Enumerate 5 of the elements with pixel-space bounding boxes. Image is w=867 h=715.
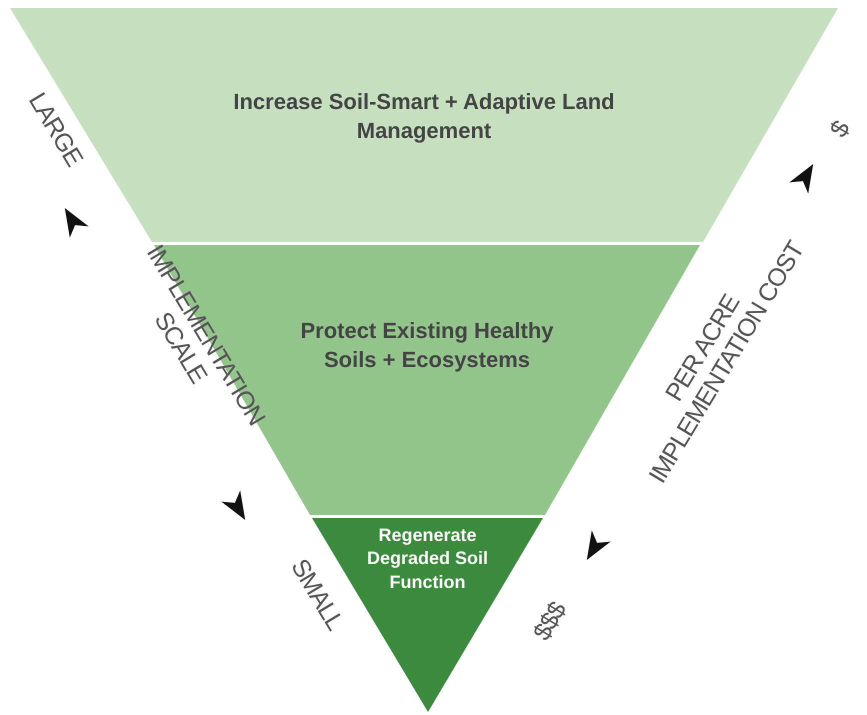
axis-label: $$$ bbox=[528, 598, 572, 646]
band-title: Regenerate Degraded Soil Function bbox=[366, 524, 490, 594]
band-title: Increase Soil-Smart + Adaptive Land Management bbox=[232, 88, 616, 145]
axis-label: $ bbox=[824, 117, 856, 142]
band-title: Protect Existing Healthy Soils + Ecosystems bbox=[299, 317, 555, 374]
